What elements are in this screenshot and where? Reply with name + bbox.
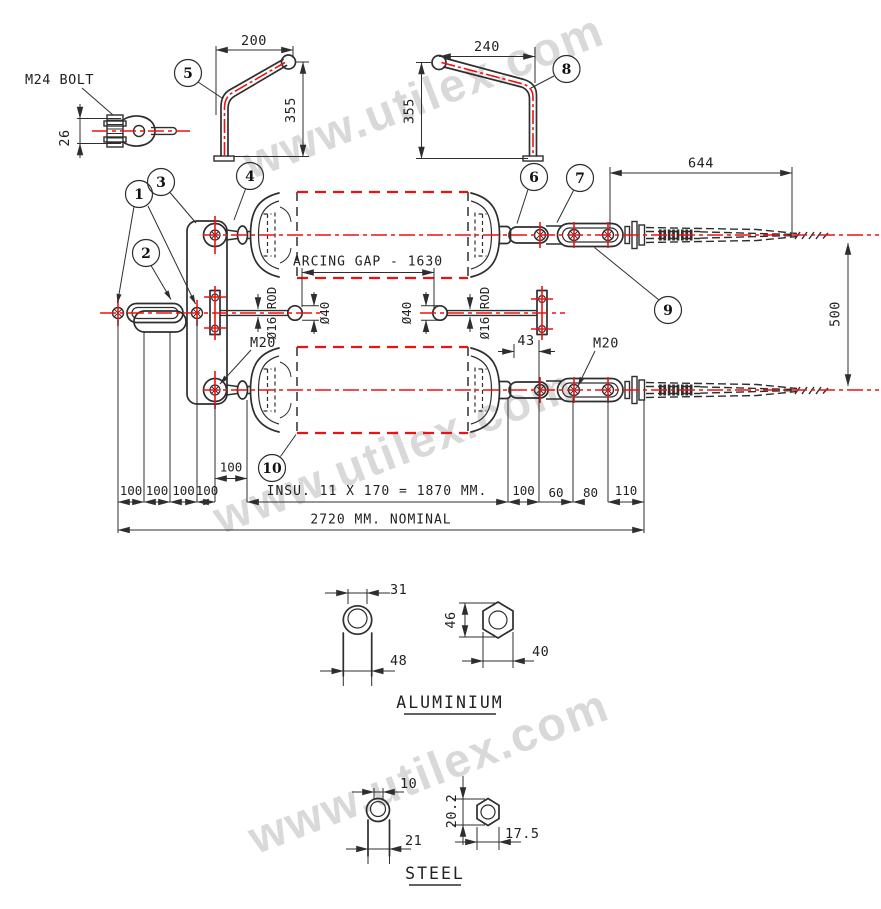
alu-nut-width: 40	[532, 644, 549, 660]
steel-nut-width: 17.5	[505, 826, 540, 842]
ball-label-left: Ø40	[317, 302, 332, 325]
steel-detail: 10 21 20.2 17.5 STEEL	[346, 776, 540, 886]
dim-80: 80	[583, 485, 598, 500]
horn-right-dim-240: 240	[474, 39, 500, 55]
m24-bolt-detail: M24 BOLT 26	[25, 72, 190, 158]
callout-9: 9	[663, 303, 673, 319]
dim-644: 644	[688, 156, 714, 172]
arcing-horn-left-detail: 200 355 5	[173, 33, 309, 162]
main-assembly: ARCING GAP - 1630 Ø16 ROD Ø16 ROD Ø40 Ø4…	[100, 156, 879, 534]
dim-100-e: 100	[512, 483, 535, 498]
m20-label-right: M20	[593, 336, 619, 352]
arcing-horn-right-detail: 240 355 8	[402, 39, 581, 162]
callout-3: 3	[156, 175, 166, 191]
dim-100-a: 100	[120, 483, 143, 498]
m24-dim-26: 26	[57, 129, 73, 146]
centerlines	[100, 216, 879, 409]
watermark-top: www.utilex.com	[235, 3, 611, 190]
ball-label-right: Ø40	[399, 302, 414, 325]
m24-bolt-label: M24 BOLT	[25, 72, 94, 88]
m20-label-left: M20	[250, 335, 276, 351]
rod-label-left: Ø16 ROD	[264, 287, 279, 340]
alu-tube-od: 48	[390, 653, 407, 669]
horn-left-dim-200: 200	[241, 33, 267, 49]
dim-110: 110	[615, 483, 638, 498]
arcing-gap-note: ARCING GAP - 1630	[293, 255, 443, 270]
callout-7: 7	[575, 171, 585, 187]
callout-6: 6	[529, 170, 539, 186]
dim-100-d: 100	[196, 483, 219, 498]
dim-100-c: 100	[172, 483, 195, 498]
dim-43: 43	[517, 333, 534, 349]
callout-2: 2	[141, 246, 151, 262]
tower-attachment	[111, 302, 204, 333]
assembly-callouts: 1 2 3 4 6 7 9 10	[116, 161, 683, 483]
callout-5: 5	[183, 66, 193, 82]
dim-100-b: 100	[146, 483, 169, 498]
dim-500: 500	[828, 301, 844, 327]
aluminium-title: ALUMINIUM	[396, 693, 503, 712]
steel-tube-bore: 10	[400, 776, 417, 792]
callout-8: 8	[562, 62, 572, 78]
alu-nut-height: 46	[443, 611, 459, 628]
steel-title: STEEL	[405, 864, 465, 883]
dim-60: 60	[548, 485, 563, 500]
callout-10: 10	[262, 461, 282, 477]
steel-nut-height: 20.2	[444, 794, 460, 829]
alu-tube-bore: 31	[390, 582, 407, 598]
dim-100-upper: 100	[220, 460, 243, 475]
steel-tube-od: 21	[405, 833, 422, 849]
callout-1: 1	[134, 187, 144, 203]
insulator-note: INSU. 11 X 170 = 1870 MM.	[267, 484, 488, 499]
callout-4: 4	[245, 169, 255, 185]
aluminium-detail: 31 48 46 40 ALUMINIUM	[320, 582, 549, 715]
assembly-dimensions: ARCING GAP - 1630 Ø16 ROD Ø16 ROD Ø40 Ø4…	[117, 156, 852, 534]
horn-left-dim-355: 355	[283, 97, 299, 123]
horn-right-dim-355: 355	[402, 98, 418, 124]
overall-note: 2720 MM. NOMINAL	[310, 513, 451, 528]
rod-label-right: Ø16 ROD	[477, 287, 492, 340]
